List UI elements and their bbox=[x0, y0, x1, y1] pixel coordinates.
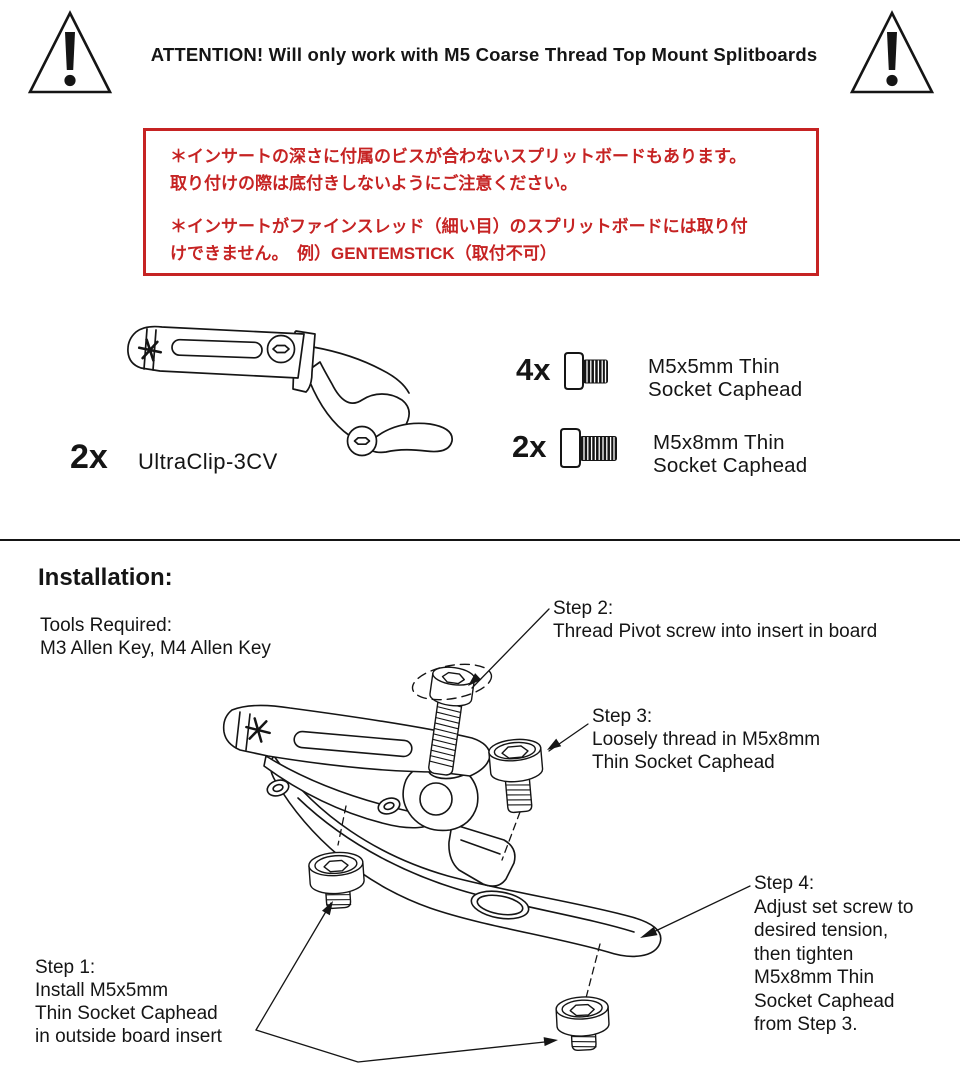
clip-quantity: 2x bbox=[70, 438, 108, 476]
warning-triangle-icon bbox=[27, 10, 113, 94]
m5x8-screw bbox=[488, 738, 544, 814]
step-title: Step 4: bbox=[754, 873, 815, 894]
pivot-screw bbox=[428, 666, 476, 776]
step-4-note: Step 4: Adjust set screw to desired tens… bbox=[754, 873, 914, 1035]
screw-quantity: 2x bbox=[512, 429, 547, 464]
ultraclip-part-drawing bbox=[127, 325, 453, 457]
step-title: Step 3: bbox=[592, 706, 653, 727]
m5x5-screw-left bbox=[308, 851, 365, 910]
step-title: Step 2: bbox=[553, 598, 614, 619]
screw-label: M5x8mm Thin Socket Caphead bbox=[653, 431, 808, 477]
step-1-note: Step 1: Install M5x5mm Thin Socket Caphe… bbox=[35, 957, 222, 1047]
clip-foot bbox=[448, 823, 516, 887]
asterisk-logo bbox=[137, 338, 163, 362]
warning-paragraph-2: ＊インサートがファインスレッド（細い目）のスプリットボードには取り付けできません… bbox=[170, 217, 748, 263]
arm-underside-screws bbox=[266, 779, 401, 815]
warning-paragraph-1: ＊インサートの深さに付属のビスが合わないスプリットボードもあります。取り付けの際… bbox=[170, 147, 747, 193]
insert-dashed-ellipse bbox=[411, 663, 493, 701]
step-2-note: Step 2: Thread Pivot screw into insert i… bbox=[553, 598, 878, 642]
clip-name: UltraClip-3CV bbox=[138, 449, 278, 474]
asterisk-logo bbox=[245, 717, 271, 743]
screw-quantity: 4x bbox=[516, 352, 551, 387]
screw-icon-m5x8 bbox=[560, 428, 617, 468]
clip-lower-arm bbox=[269, 755, 662, 958]
screw-icon-m5x5 bbox=[564, 352, 608, 390]
step-title: Step 1: bbox=[35, 957, 96, 978]
attention-text: ATTENTION! Will only work with M5 Coarse… bbox=[150, 44, 818, 65]
clip-upper-arm bbox=[222, 704, 491, 815]
tools-required: Tools Required: M3 Allen Key, M4 Allen K… bbox=[40, 615, 271, 659]
installation-heading: Installation: bbox=[38, 564, 173, 591]
step-3-note: Step 3: Loosely thread in M5x8mm Thin So… bbox=[592, 706, 821, 773]
section-divider bbox=[0, 539, 960, 541]
installation-exploded-diagram bbox=[222, 608, 751, 1063]
warning-triangle-icon bbox=[849, 10, 935, 94]
screw-label: M5x5mm Thin Socket Caphead bbox=[648, 355, 803, 401]
m5x5-screw-bottom bbox=[555, 996, 610, 1051]
japanese-warning-box: ＊インサートの深さに付属のビスが合わないスプリットボードもあります。取り付けの際… bbox=[143, 128, 819, 276]
leader-lines bbox=[255, 608, 751, 1063]
leader-arrowheads bbox=[322, 673, 658, 1047]
center-lines bbox=[337, 805, 601, 999]
